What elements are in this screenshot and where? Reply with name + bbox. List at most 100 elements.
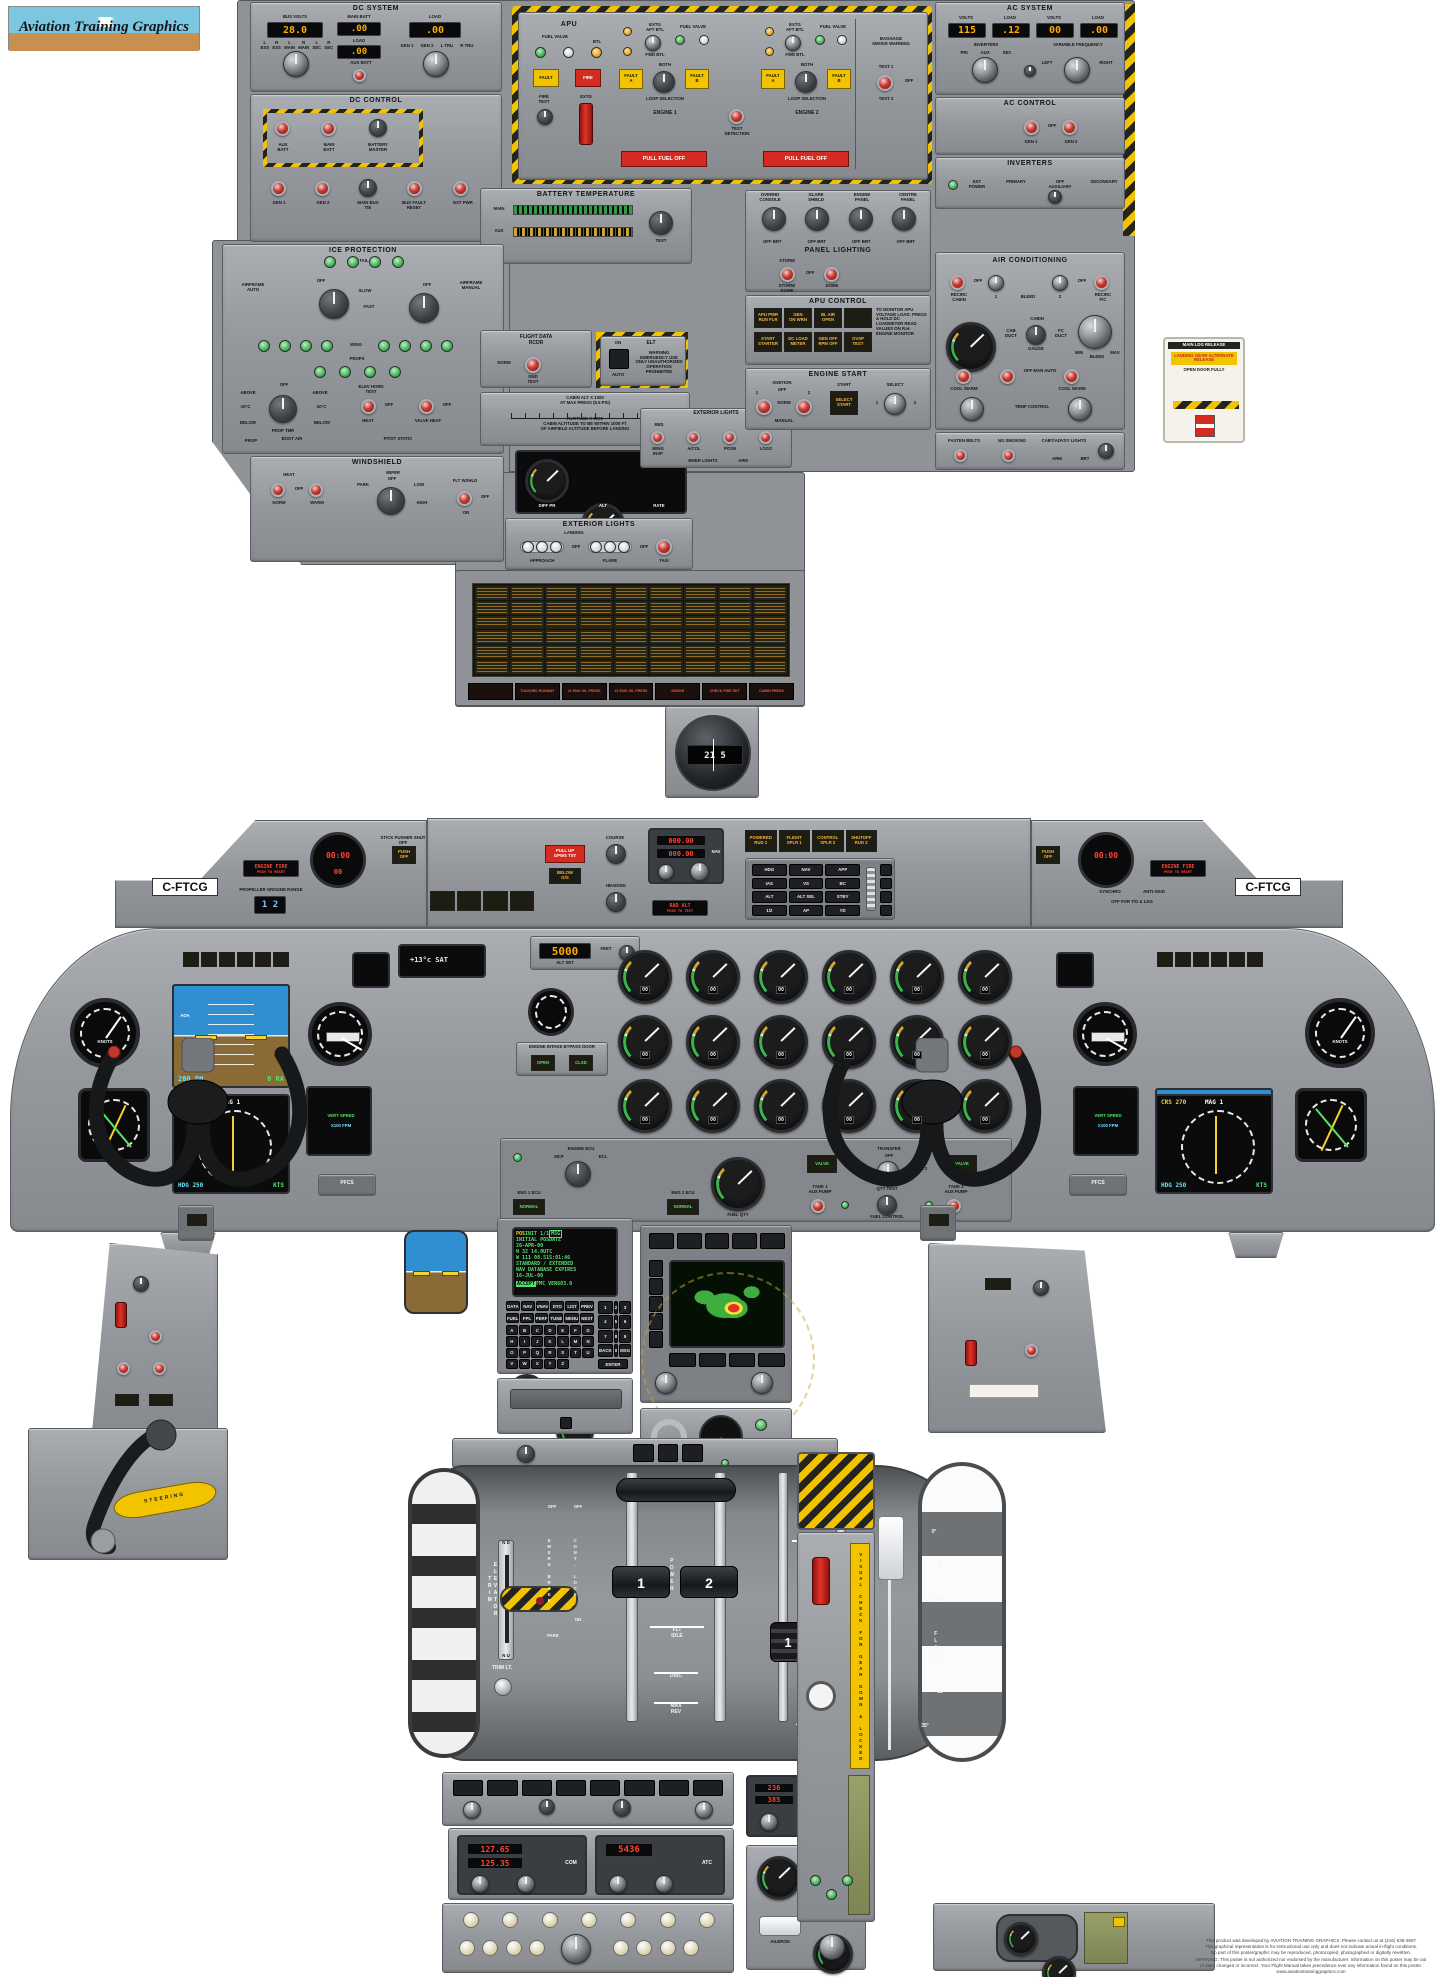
adf1-knob[interactable] [760,1813,778,1831]
apu-fire-light[interactable]: FIRE [575,69,601,87]
ac-gen1-button[interactable] [1024,120,1039,135]
left-side-red-switch[interactable] [115,1302,127,1328]
led-cell[interactable] [604,541,616,553]
chart-drawer[interactable] [510,1389,622,1409]
key-cell[interactable] [676,1233,702,1249]
sbtn-cell[interactable] [541,1912,558,1928]
ap-mode-key[interactable]: ALT [752,891,787,903]
airframe-manual-knob[interactable] [409,293,439,323]
apu-key[interactable]: OVSP TEST [844,332,872,352]
fms-number-key[interactable]: 9 [619,1329,632,1343]
nav-tune-knob-left[interactable] [658,864,674,880]
fms-letter-key[interactable]: W [518,1358,531,1369]
eng1-btl-select[interactable] [645,35,661,51]
bleed2-knob[interactable] [1052,275,1068,291]
led-cell[interactable] [522,541,534,553]
batt-test-knob[interactable] [649,211,673,235]
fms-letter-key[interactable]: Q [531,1347,544,1358]
power-lever-handle-bar[interactable] [616,1478,736,1502]
fms-letter-key[interactable]: U [582,1347,594,1358]
trim-lt-button[interactable] [494,1678,512,1696]
right-side-knob[interactable] [1033,1280,1049,1296]
recirc-fc-button[interactable] [1094,275,1109,290]
fms-mode-key[interactable]: DATA [506,1301,520,1311]
audio-knob-4[interactable] [695,1801,713,1819]
gauge-select-knob[interactable] [1026,325,1046,345]
aux-batt-switch[interactable] [275,121,290,136]
bus-fault-reset-button[interactable] [407,181,422,196]
fms-letter-key[interactable]: B [518,1325,531,1336]
audio-knob-1[interactable] [463,1801,481,1819]
pfcs-shutoff-key[interactable]: FLIGHT SPLR 1 [778,830,810,852]
com-tune-knob[interactable] [471,1875,489,1893]
course-knob[interactable] [606,844,626,864]
key-cell[interactable] [649,1233,674,1249]
fms-number-key[interactable]: 5 [613,1315,619,1329]
fms-mode-key[interactable]: NAV [520,1301,535,1311]
temp-control-left-knob[interactable] [960,397,984,421]
nav-tune-knob-right[interactable] [690,862,709,881]
fms-enter-key[interactable]: ENTER [598,1359,628,1369]
key-cell[interactable] [760,1233,785,1249]
apu-key[interactable]: DC LOAD METER [784,332,812,352]
taxi-light-button[interactable] [656,539,672,555]
radar-tilt-knob[interactable] [751,1372,773,1394]
eng2-fault-b[interactable]: FAULT B [827,69,851,89]
led-cell[interactable] [618,541,630,553]
tiller-handle[interactable] [39,1415,219,1565]
audio-knob-2[interactable] [539,1799,555,1815]
tru-select-knob[interactable] [423,51,449,77]
gen2-button[interactable] [315,181,330,196]
right-side-red-handle[interactable] [965,1340,977,1366]
no-smoking-switch[interactable] [1002,449,1015,462]
fms-mode-key[interactable]: NEXT [580,1313,594,1323]
key-cell[interactable] [880,877,892,889]
fms-letter-key[interactable]: X [531,1358,544,1369]
approach-switch-bank[interactable] [520,541,564,553]
sbtn-cell[interactable] [580,1912,597,1928]
fms-letter-key[interactable]: V [506,1358,518,1369]
power-lever-2[interactable]: 2 [680,1566,738,1598]
eng1-fault-a[interactable]: FAULT A [619,69,643,89]
dome-switch[interactable] [824,267,839,282]
selector-knob-row-3[interactable] [611,1940,701,1956]
fms-letter-key[interactable]: L [556,1336,569,1347]
audio-knob-3[interactable] [613,1799,631,1817]
ap-arrow-buttons[interactable] [880,864,892,916]
fms-letter-key[interactable]: O [506,1347,518,1358]
ignition-1-switch[interactable] [756,399,772,415]
ap-mode-key[interactable]: VS [788,877,824,889]
fms-letter-key[interactable]: N [582,1336,594,1347]
ws-heat-right-button[interactable] [309,483,323,497]
ap-mode-key[interactable]: BC [825,877,860,889]
qty-test-knob[interactable] [877,1195,897,1215]
key-cell[interactable] [758,1353,785,1367]
key-cell[interactable] [555,1780,586,1796]
fms-letter-key[interactable]: I [518,1336,531,1347]
apu-key[interactable]: GEN ON WRN [784,308,812,328]
eng1-fault-b[interactable]: FAULT B [685,69,709,89]
pfcs-shutoff-key[interactable]: CONTROL SPLR 2 [812,830,844,852]
key-cell[interactable] [590,1780,621,1796]
fms-mode-key[interactable]: LIST [565,1301,580,1311]
fms-letter-key[interactable]: C [531,1325,544,1336]
storm-dome-switch[interactable] [780,267,795,282]
fms-mode-key[interactable]: FPL [520,1313,534,1323]
key-cell[interactable] [487,1780,518,1796]
ap-mode-key[interactable]: ALT SEL [788,891,824,903]
key-cell[interactable] [698,1353,726,1367]
sbtn-cell[interactable] [529,1940,546,1956]
flap-lever[interactable] [878,1516,904,1580]
fms-number-key[interactable]: 2 [613,1301,619,1315]
baggage-test-switch[interactable] [877,75,893,91]
apu-key[interactable]: BL AIR OPEN [814,308,842,328]
inverter-select-knob[interactable] [1048,190,1062,204]
flt-wshld-button[interactable] [457,491,472,506]
eng2-btl-select[interactable] [785,35,801,51]
radar-gain-knob[interactable] [655,1372,677,1394]
sbtn-cell[interactable] [620,1912,637,1928]
bleed-flow-knob[interactable] [1078,315,1112,349]
apu-fault-light[interactable]: FAULT [533,69,559,87]
fms-mode-key[interactable]: FUEL [506,1313,520,1323]
key-cell[interactable] [880,904,892,916]
